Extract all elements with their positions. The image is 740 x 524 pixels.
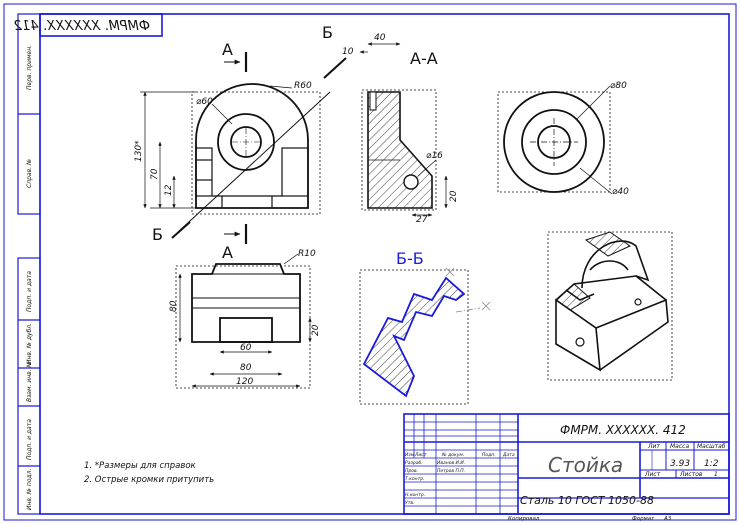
cut-b-label-top: Б (322, 23, 333, 42)
strip-label-sprav: Справ. № (26, 159, 33, 188)
cut-a-label-bottom: А (222, 243, 233, 262)
top-view-labels: R10 80 20 60 80 120 (169, 249, 321, 387)
hdr-listov: Листов (679, 471, 703, 478)
copied-label: Копировал (508, 516, 540, 522)
strip-label-podp1: Подп. и дата (26, 271, 33, 312)
drawing-code: ФМРМ. XXXXXX. 412 (560, 423, 686, 437)
dim-20a: 20 (449, 190, 459, 202)
technical-notes: 1. *Размеры для справок 2. Острые кромки… (84, 461, 214, 485)
cut-a-label-top: А (222, 40, 233, 59)
title-block (403, 413, 730, 515)
strip-label-dubl: Инв. № дубл. (26, 323, 33, 364)
strip-label-vzam: Взам. инв. № (26, 361, 33, 402)
note-2: 2. Острые кромки притупить (84, 475, 214, 485)
section-aa (359, 42, 448, 217)
side-view (497, 85, 613, 195)
sheet-frame (3, 3, 737, 521)
nkontr-label: Н.контр. (405, 492, 425, 498)
scale-value: 1:2 (704, 459, 719, 469)
cut-plane-a-top (224, 52, 248, 72)
dim-dia40: ⌀40 (612, 187, 629, 197)
note-1: 1. *Размеры для справок (84, 461, 197, 471)
dim-r60: R60 (294, 81, 312, 91)
dim-20b: 20 (311, 324, 321, 336)
dim-dia60: ⌀60 (196, 97, 213, 107)
dim-dia16: ⌀16 (426, 151, 443, 161)
dim-80v: 80 (169, 300, 179, 312)
razrab-name: Иванов И.И. (437, 460, 465, 466)
material: Сталь 10 ГОСТ 1050-88 (520, 494, 654, 507)
isometric-view (547, 231, 673, 381)
cut-b-label-bottom: Б (152, 225, 163, 244)
hdr-masshtab: Масштаб (697, 443, 726, 450)
front-view (140, 57, 347, 239)
top-view (175, 253, 312, 389)
hdr-lit: Лит (647, 443, 660, 450)
tkontr-label: Т.контр. (405, 476, 425, 482)
front-view-labels: R60 ⌀60 130* 70 12 (134, 81, 312, 196)
dim-12: 12 (164, 184, 174, 196)
strip-label-podl: Инв. № подл. (26, 469, 33, 510)
utv-label: Утв. (405, 500, 414, 506)
section-bb (359, 267, 491, 405)
dim-60: 60 (240, 343, 252, 353)
strip-label-podp2: Подп. и дата (26, 419, 33, 460)
part-name: Стойка (548, 453, 623, 477)
mirrored-code: ФМРМ. XXXXXX. 412 (14, 19, 150, 34)
razrab-label: Разраб. (405, 460, 423, 466)
title-block-text: ФМРМ. XXXXXX. 412 Стойка Сталь 10 ГОСТ 1… (405, 423, 726, 522)
cut-plane-a-bottom (224, 224, 248, 244)
dim-r10: R10 (298, 249, 316, 259)
sheets-value: 1 (714, 471, 718, 478)
side-view-labels: ⌀80 ⌀40 (610, 81, 629, 197)
hdr-massa: Масса (670, 443, 689, 450)
prov-name: Петров П.П. (437, 468, 465, 474)
dim-130: 130* (134, 140, 144, 162)
section-bb-title: Б-Б (396, 249, 424, 268)
hdr-list: Лист (644, 471, 661, 478)
prov-label: Пров. (405, 468, 418, 474)
format-value: А3 (663, 516, 672, 522)
dim-120: 120 (236, 377, 253, 387)
dim-40: 40 (374, 33, 386, 43)
format-label: Формат (632, 516, 655, 522)
section-aa-title: А-А (410, 49, 438, 68)
col-doc: № докум. (441, 452, 464, 458)
mass-value: 3.93 (670, 459, 690, 469)
col-izm: Изм (405, 452, 415, 458)
strip-label-perv: Перв. примен. (26, 45, 33, 90)
dim-27: 27 (416, 215, 428, 225)
dim-70: 70 (150, 168, 160, 180)
dim-dia80: ⌀80 (610, 81, 627, 91)
col-date: Дата (502, 452, 515, 458)
section-aa-labels: А-А 10 40 ⌀16 27 20 (342, 33, 459, 225)
left-strip-labels: Перв. примен. Справ. № Подп. и дата Инв.… (26, 45, 33, 510)
dim-80h: 80 (240, 363, 252, 373)
dim-10: 10 (342, 47, 354, 57)
col-list: Лист (414, 452, 427, 458)
col-sign: Подп. (482, 452, 496, 458)
